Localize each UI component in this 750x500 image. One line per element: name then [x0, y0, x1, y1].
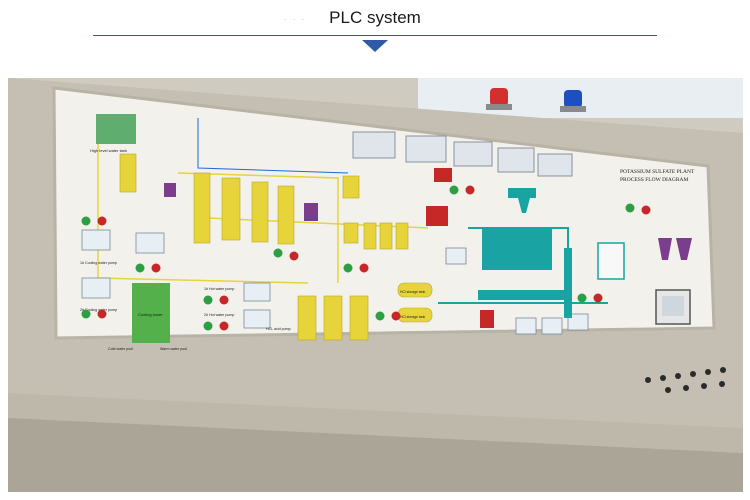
water-tank: [96, 114, 136, 144]
hcl-pump-label: HCL acid pump: [266, 327, 291, 331]
hcl-storage-label-b: HCl storage tank: [400, 315, 426, 319]
console-buttons: [645, 367, 726, 393]
cold-pool-label: Cold water pool: [108, 347, 133, 351]
gauges: [81, 229, 589, 335]
hcl-storage-label: HCl storage tank: [400, 290, 426, 294]
plant-title-line1: POTASSIUM SULFATE PLANT: [620, 169, 695, 175]
teal-reactor: [478, 188, 572, 318]
flow-lines-blue: [197, 118, 349, 174]
console-front: [8, 418, 743, 492]
cooling-tower-label: Cooling tower: [138, 312, 163, 317]
page-header: · · · PLC system: [0, 0, 750, 78]
diagram-board: [52, 86, 716, 340]
hot-pump-a-label: 1# Hot water pump: [204, 287, 234, 291]
title-decoration: · · ·: [284, 15, 307, 24]
cooling-pump-a-label: 1# Cooling water pump: [80, 261, 117, 265]
red-vessels: [426, 168, 494, 328]
water-tank-label: High level water tank: [90, 148, 127, 153]
recorder-screen: [662, 296, 684, 316]
cooling-tower: [132, 283, 170, 343]
title-underline: [93, 35, 657, 36]
plant-title-line2: PROCESS FLOW DIAGRAM: [620, 177, 688, 183]
reactor-column: [597, 242, 625, 280]
top-displays: [352, 131, 573, 177]
warning-light-red: [486, 88, 512, 110]
cooling-pump-b-label: 2# Cooling water pump: [80, 308, 117, 312]
chevron-down-icon: [362, 40, 388, 52]
warning-light-blue: [560, 90, 586, 112]
hot-pump-b-label: 2# Hot water pump: [204, 313, 234, 317]
purple-elements: [164, 183, 692, 260]
page-title: PLC system: [329, 8, 421, 27]
warm-pool-label: Warm water pool: [160, 347, 187, 351]
indicator-lamps: [81, 185, 651, 331]
plc-panel-photo: High level water tank Cooling tower 1# C…: [8, 78, 743, 492]
yellow-vessels: [119, 153, 433, 341]
